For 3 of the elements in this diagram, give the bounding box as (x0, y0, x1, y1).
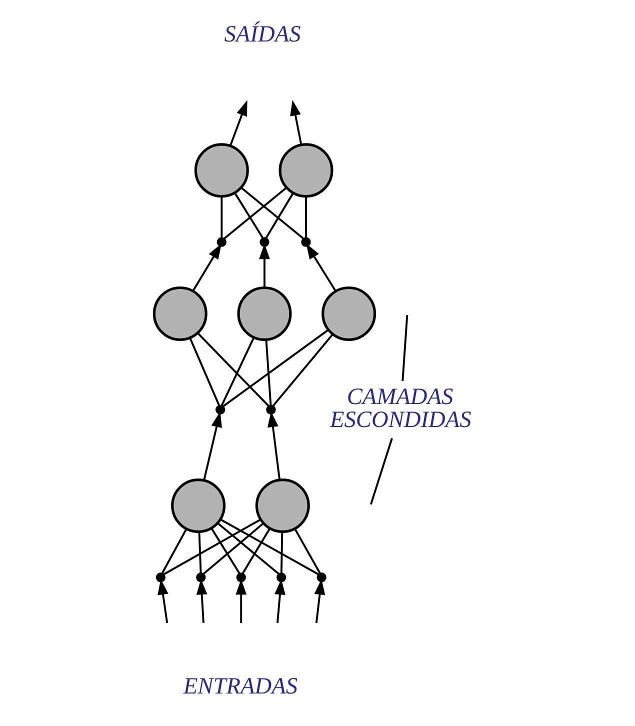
label: ENTRADAS (182, 673, 298, 700)
label: SAÍDAS (224, 21, 300, 48)
node-text: CAMADAS ESCONDIDAS (330, 384, 471, 434)
